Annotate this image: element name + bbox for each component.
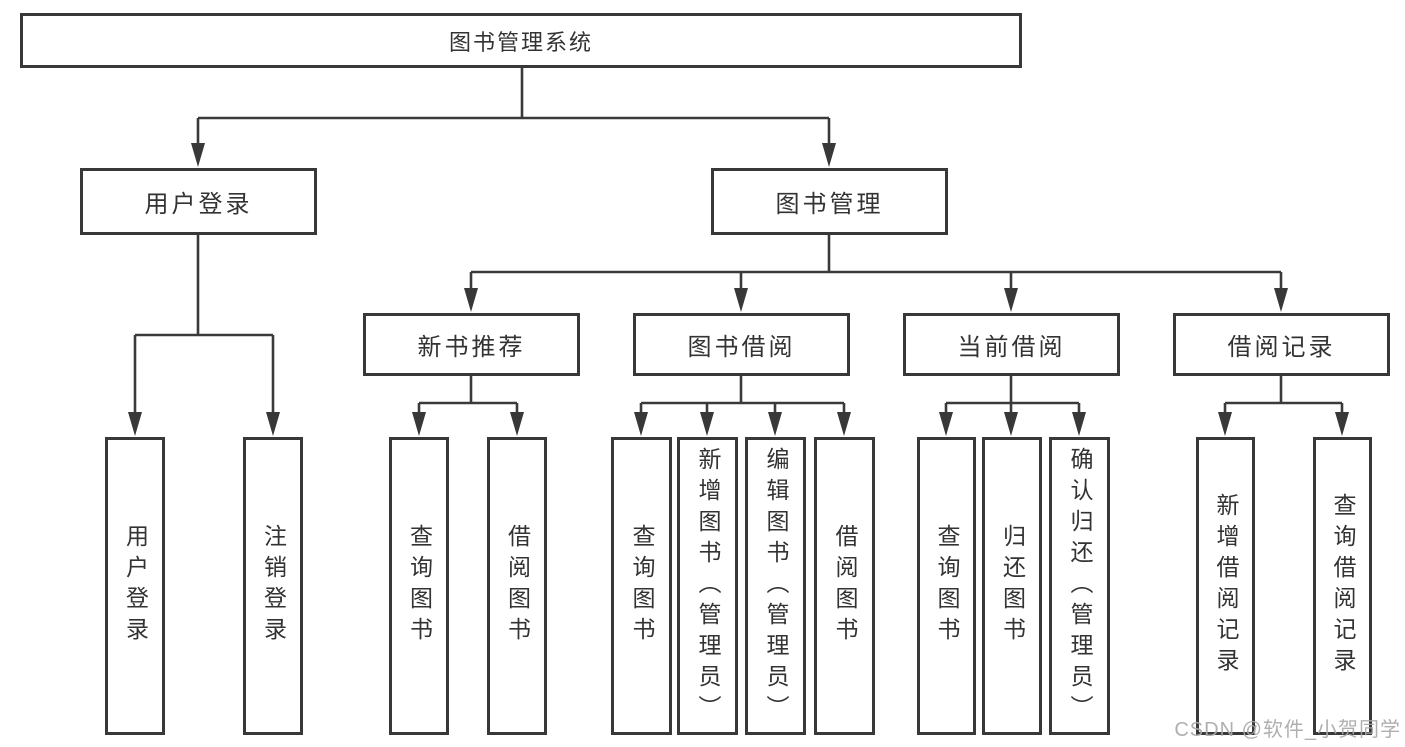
- leaf-confirm-return-admin: 确认归还（管理员）: [1049, 437, 1110, 735]
- node-book-management: 图书管理: [711, 168, 948, 235]
- node-label: 新书推荐: [417, 334, 526, 361]
- node-label: 当前借阅: [957, 334, 1066, 361]
- leaf-edit-book-admin: 编辑图书（管理员）: [745, 437, 806, 735]
- tree-connectors: [128, 67, 1349, 436]
- node-library-management-system: 图书管理系统: [20, 13, 1022, 68]
- node-label: 新增借阅记录: [1213, 493, 1239, 679]
- leaf-borrow-books-recommend: 借阅图书: [487, 437, 547, 735]
- csdn-watermark: CSDN @软件_小贺同学: [1174, 719, 1401, 741]
- leaf-add-book-admin: 新增图书（管理员）: [677, 437, 738, 735]
- node-label: 注销登录: [260, 524, 287, 648]
- node-label: 借阅记录: [1227, 334, 1336, 361]
- node-label: 查询借阅记录: [1330, 493, 1356, 679]
- leaf-return-books: 归还图书: [982, 437, 1042, 735]
- node-label: 借阅图书: [832, 524, 858, 648]
- node-label: 编辑图书（管理员）: [763, 446, 789, 726]
- node-label: 查询图书: [629, 524, 655, 648]
- node-label: 查询图书: [406, 524, 433, 648]
- node-label: 图书管理: [775, 191, 884, 218]
- node-label: 查询图书: [934, 524, 960, 648]
- node-current-borrowing: 当前借阅: [903, 313, 1120, 376]
- leaf-query-books-borrowing: 查询图书: [611, 437, 672, 735]
- arrow-down-icons: [128, 143, 1349, 436]
- node-label: 归还图书: [999, 524, 1026, 648]
- node-borrowing-records: 借阅记录: [1173, 313, 1390, 376]
- node-label: 新增图书（管理员）: [695, 446, 721, 726]
- leaf-query-borrow-record: 查询借阅记录: [1313, 437, 1372, 735]
- node-label: 借阅图书: [504, 524, 531, 648]
- leaf-query-books-current: 查询图书: [917, 437, 976, 735]
- leaf-user-login: 用户登录: [105, 437, 165, 735]
- node-label: 图书借阅: [687, 334, 796, 361]
- node-label: 图书管理系统: [448, 29, 593, 55]
- leaf-add-borrow-record: 新增借阅记录: [1196, 437, 1255, 735]
- node-label: 用户登录: [144, 191, 253, 218]
- node-book-borrowing: 图书借阅: [633, 313, 850, 376]
- node-label: 确认归还（管理员）: [1067, 446, 1093, 726]
- node-label: 用户登录: [122, 524, 149, 648]
- node-user-login: 用户登录: [80, 168, 317, 235]
- leaf-borrow-books: 借阅图书: [814, 437, 875, 735]
- leaf-query-books-recommend: 查询图书: [389, 437, 449, 735]
- leaf-logout: 注销登录: [243, 437, 303, 735]
- node-new-book-recommendation: 新书推荐: [363, 313, 580, 376]
